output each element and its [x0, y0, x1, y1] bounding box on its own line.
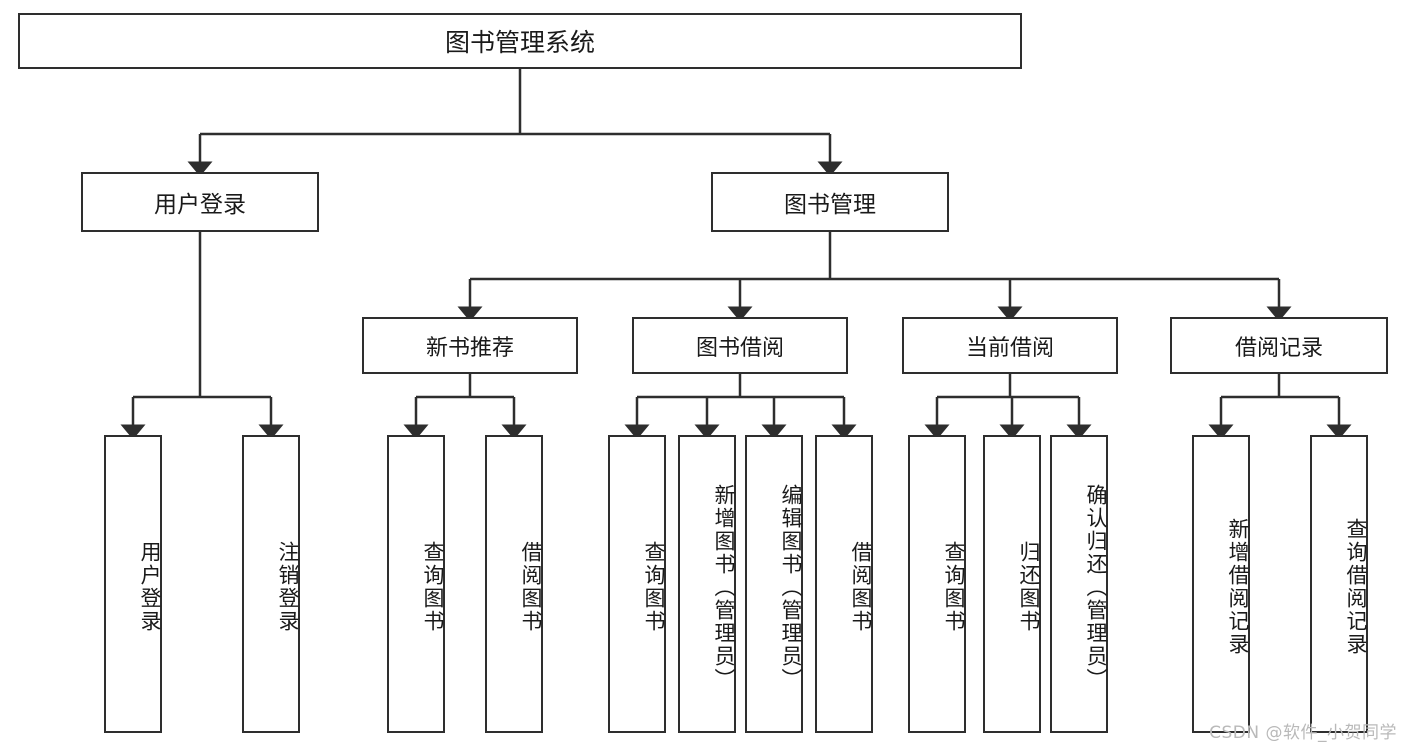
leaf-logout-label: 注销登录 — [276, 541, 300, 633]
leaf-query-books-current-label: 查询图书 — [942, 541, 966, 633]
leaf-return-book-label: 归还图书 — [1017, 541, 1041, 633]
leaf-edit-book-admin-label: 编辑图书（管理员） — [779, 483, 803, 691]
leaf-add-borrowing-record-label: 新增借阅记录 — [1226, 518, 1250, 656]
leaf-confirm-return-admin-label: 确认归还（管理员） — [1084, 483, 1108, 691]
leaf-query-books-borrowing-label: 查询图书 — [642, 541, 666, 633]
leaf-add-book-admin[interactable]: 新增图书（管理员） — [678, 435, 736, 733]
node-book-management[interactable]: 图书管理 — [711, 172, 949, 232]
node-current-borrowing[interactable]: 当前借阅 — [902, 317, 1118, 374]
leaf-edit-book-admin[interactable]: 编辑图书（管理员） — [745, 435, 803, 733]
leaf-confirm-return-admin[interactable]: 确认归还（管理员） — [1050, 435, 1108, 733]
leaf-query-books-recommendation-label: 查询图书 — [421, 541, 445, 633]
node-borrowing-records-label: 借阅记录 — [1234, 335, 1323, 361]
leaf-user-login-label: 用户登录 — [138, 541, 162, 633]
watermark: CSDN @软件_小贺同学 — [1209, 723, 1397, 743]
leaf-borrow-books-recommendation[interactable]: 借阅图书 — [485, 435, 543, 733]
leaf-borrow-books-recommendation-label: 借阅图书 — [519, 541, 543, 633]
node-book-borrowing-label: 图书借阅 — [695, 335, 784, 361]
node-current-borrowing-label: 当前借阅 — [965, 335, 1054, 361]
node-borrowing-records[interactable]: 借阅记录 — [1170, 317, 1388, 374]
leaf-query-books-recommendation[interactable]: 查询图书 — [387, 435, 445, 733]
node-book-management-label: 图书管理 — [784, 192, 876, 218]
leaf-user-login[interactable]: 用户登录 — [104, 435, 162, 733]
node-book-borrowing[interactable]: 图书借阅 — [632, 317, 848, 374]
leaf-query-borrowing-record-label: 查询借阅记录 — [1344, 518, 1368, 656]
node-user-login[interactable]: 用户登录 — [81, 172, 319, 232]
leaf-query-borrowing-record[interactable]: 查询借阅记录 — [1310, 435, 1368, 733]
leaf-add-borrowing-record[interactable]: 新增借阅记录 — [1192, 435, 1250, 733]
leaf-return-book[interactable]: 归还图书 — [983, 435, 1041, 733]
node-root-label: 图书管理系统 — [444, 28, 595, 57]
node-new-book-recommendation-label: 新书推荐 — [425, 335, 514, 361]
leaf-query-books-borrowing[interactable]: 查询图书 — [608, 435, 666, 733]
node-root[interactable]: 图书管理系统 — [18, 13, 1022, 69]
node-new-book-recommendation[interactable]: 新书推荐 — [362, 317, 578, 374]
leaf-borrow-book[interactable]: 借阅图书 — [815, 435, 873, 733]
leaf-add-book-admin-label: 新增图书（管理员） — [712, 483, 736, 691]
leaf-query-books-current[interactable]: 查询图书 — [908, 435, 966, 733]
leaf-borrow-book-label: 借阅图书 — [849, 541, 873, 633]
node-user-login-label: 用户登录 — [154, 192, 246, 218]
leaf-logout[interactable]: 注销登录 — [242, 435, 300, 733]
